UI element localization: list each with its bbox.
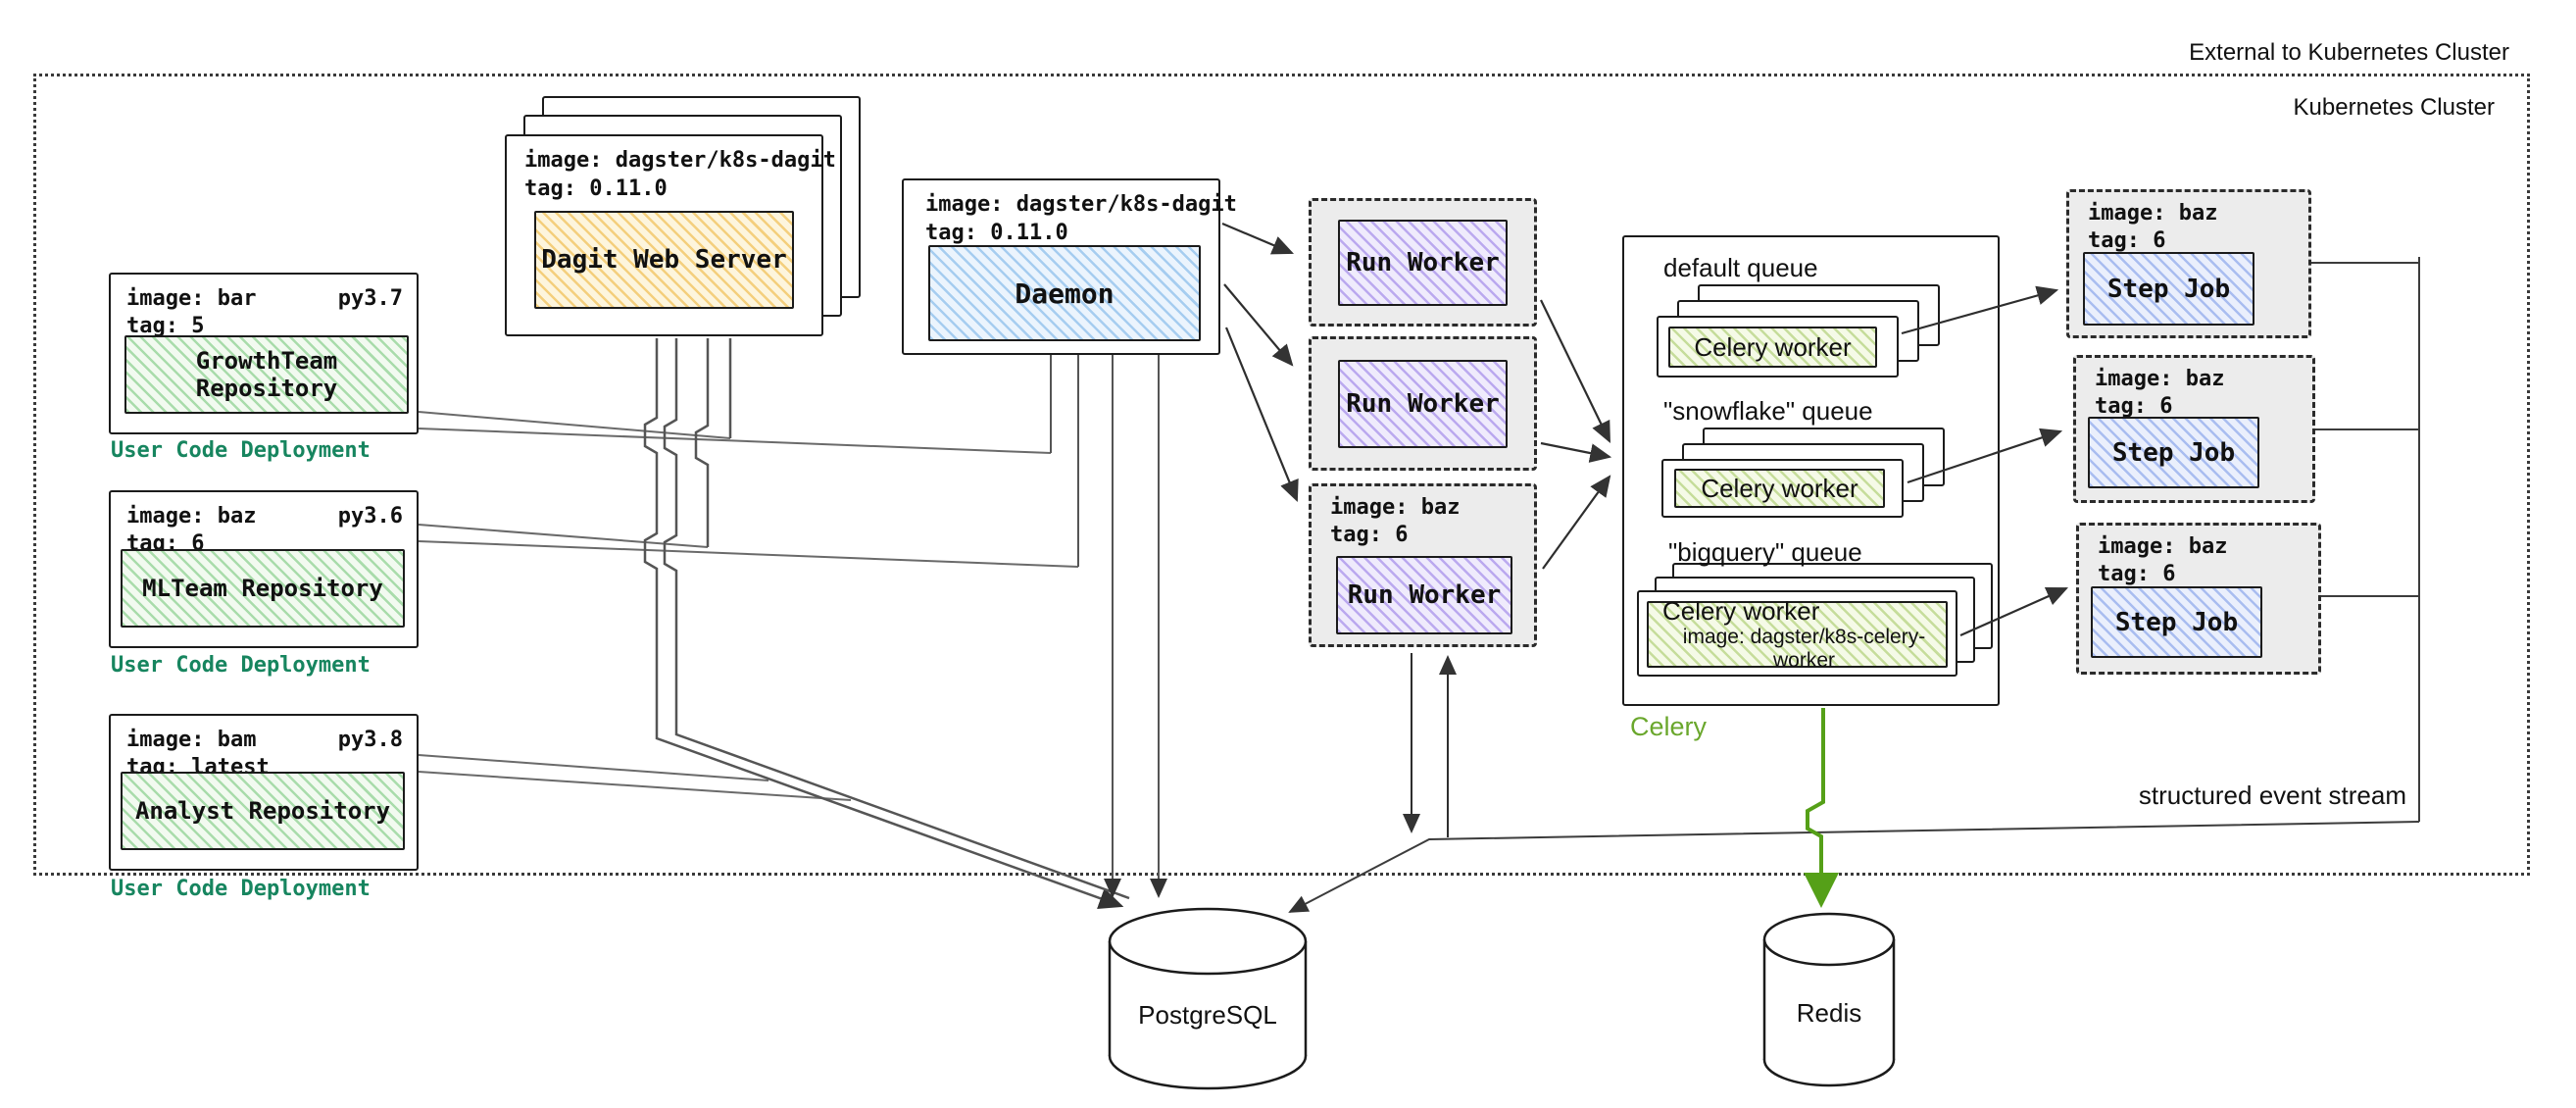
step-job-3-label: Step Job xyxy=(2114,607,2239,637)
external-cluster-label: External to Kubernetes Cluster xyxy=(2189,39,2509,66)
run-worker-3-image: image: baz xyxy=(1330,495,1461,520)
repo1-image: image: bar xyxy=(126,286,257,311)
postgres-cylinder xyxy=(1108,907,1308,1090)
repo2-image: image: baz xyxy=(126,504,257,529)
repo3-caption: User Code Deployment xyxy=(111,877,371,901)
repo3-label: Analyst Repository xyxy=(134,797,391,825)
repo2-box: MLTeam Repository xyxy=(121,549,405,628)
step-job-3-box: Step Job xyxy=(2091,586,2262,658)
run-worker-1-label: Run Worker xyxy=(1346,248,1500,277)
step-job-2-box: Step Job xyxy=(2088,417,2259,488)
daemon-image: image: dagster/k8s-dagit xyxy=(925,192,1237,217)
run-worker-1-box: Run Worker xyxy=(1338,220,1508,306)
dagit-image: image: dagster/k8s-dagit xyxy=(524,148,836,173)
step-job-1-label: Step Job xyxy=(2106,274,2231,304)
dagit-label: Dagit Web Server xyxy=(541,245,787,275)
repo2-python-version: py3.6 xyxy=(337,504,403,529)
event-stream-label: structured event stream xyxy=(2138,781,2406,810)
repo1-box: GrowthTeam Repository xyxy=(124,335,409,414)
queue-default-label: default queue xyxy=(1663,253,1818,282)
queue3-worker-label: Celery worker xyxy=(1662,596,1820,626)
queue3-worker-image: image: dagster/k8s-celery-worker xyxy=(1682,626,1926,672)
dagit-tag: tag: 0.11.0 xyxy=(524,176,668,201)
daemon-label: Daemon xyxy=(1015,277,1115,310)
step-job-1-tag: tag: 6 xyxy=(2088,228,2166,253)
repo1-python-version: py3.7 xyxy=(337,286,403,311)
queue1-worker-box: Celery worker xyxy=(1668,327,1877,368)
run-worker-3-box: Run Worker xyxy=(1336,556,1512,634)
queue2-worker-label: Celery worker xyxy=(1701,473,1858,503)
repo1-tag: tag: 5 xyxy=(126,314,205,338)
daemon-box: Daemon xyxy=(928,245,1201,341)
repo2-label: MLTeam Repository xyxy=(142,575,383,602)
celery-caption: Celery xyxy=(1630,712,1708,741)
postgres-label: PostgreSQL xyxy=(1138,1000,1277,1030)
dagit-box: Dagit Web Server xyxy=(534,211,794,309)
step-job-2-image: image: baz xyxy=(2095,367,2225,391)
step-job-3-tag: tag: 6 xyxy=(2098,562,2176,586)
step-job-1-image: image: baz xyxy=(2088,201,2218,226)
kubernetes-cluster-boundary xyxy=(33,74,2530,876)
kubernetes-cluster-label: Kubernetes Cluster xyxy=(2293,94,2495,121)
repo3-box: Analyst Repository xyxy=(121,772,405,850)
repo3-python-version: py3.8 xyxy=(337,728,403,752)
run-worker-2-box: Run Worker xyxy=(1338,360,1508,448)
redis-label: Redis xyxy=(1796,998,1862,1028)
queue-snowflake-label: "snowflake" queue xyxy=(1663,396,1873,426)
repo1-caption: User Code Deployment xyxy=(111,438,371,463)
step-job-2-tag: tag: 6 xyxy=(2095,394,2173,419)
repo2-caption: User Code Deployment xyxy=(111,653,371,678)
run-worker-2-label: Run Worker xyxy=(1346,389,1500,419)
queue-bigquery-label: "bigquery" queue xyxy=(1668,537,1862,567)
repo3-image: image: bam xyxy=(126,728,257,752)
queue1-worker-label: Celery worker xyxy=(1694,331,1852,362)
queue2-worker-box: Celery worker xyxy=(1674,469,1885,508)
run-worker-3-label: Run Worker xyxy=(1347,580,1502,610)
run-worker-3-tag: tag: 6 xyxy=(1330,523,1409,547)
queue3-worker-box: Celery worker image: dagster/k8s-celery-… xyxy=(1647,596,1948,672)
step-job-3-image: image: baz xyxy=(2098,534,2228,559)
daemon-tag: tag: 0.11.0 xyxy=(925,221,1068,245)
repo1-label: GrowthTeam Repository xyxy=(195,347,338,402)
step-job-2-label: Step Job xyxy=(2111,437,2236,468)
step-job-1-box: Step Job xyxy=(2083,252,2254,326)
